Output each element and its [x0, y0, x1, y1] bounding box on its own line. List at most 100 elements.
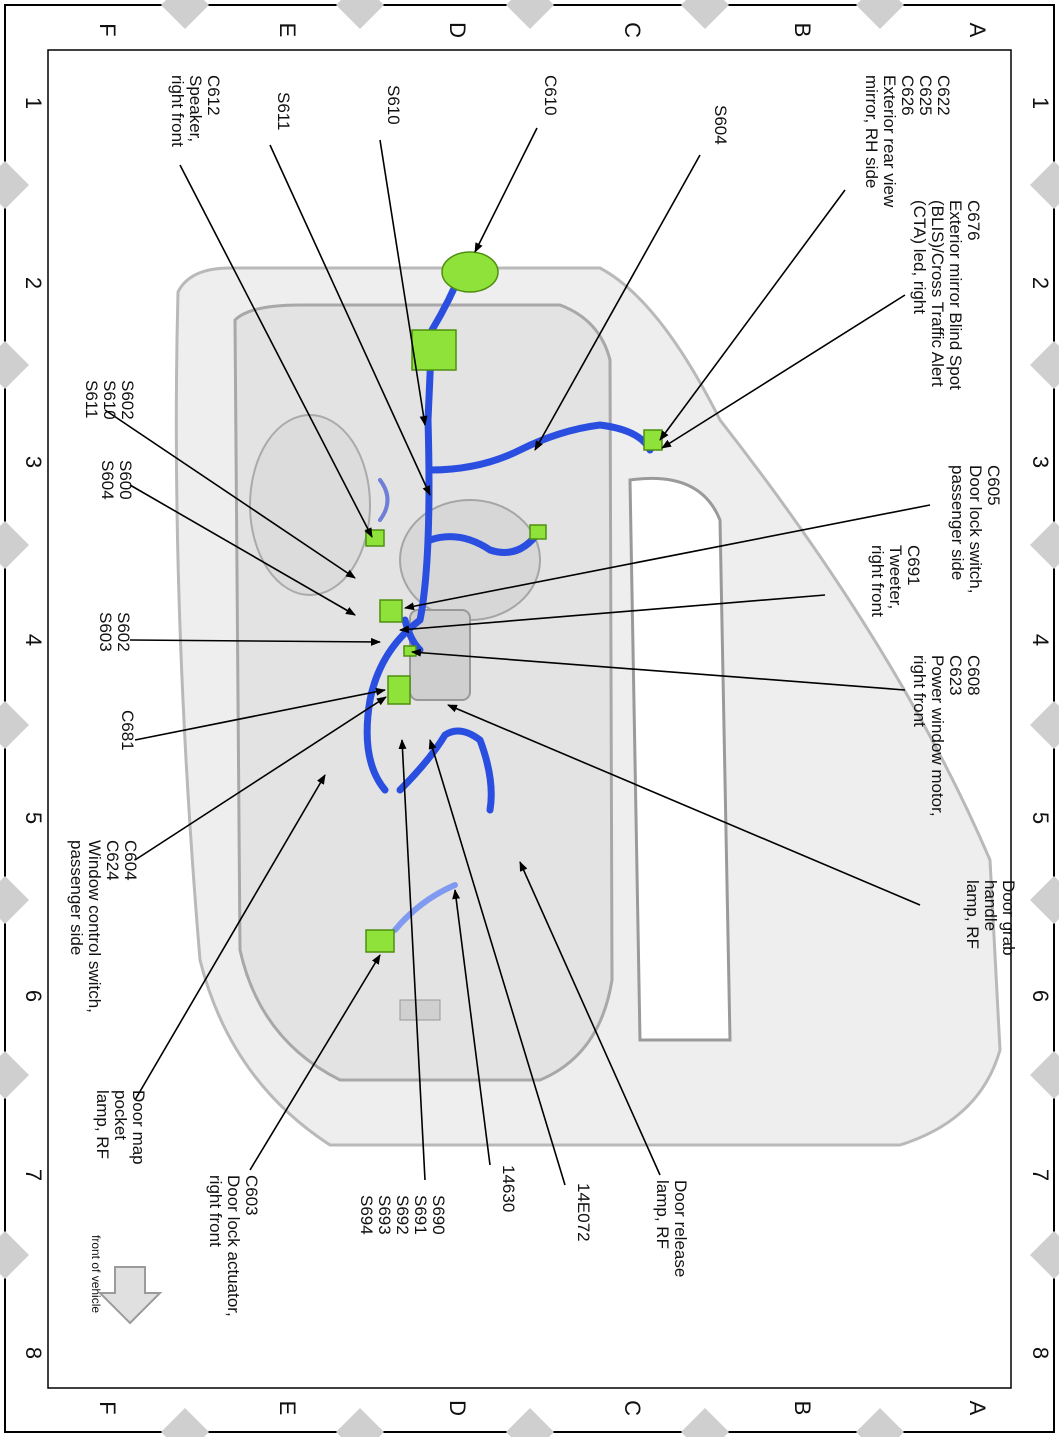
callout-line: C623 — [946, 655, 965, 696]
border-diamond — [681, 1408, 729, 1437]
leader-s600-group — [129, 484, 356, 616]
front-of-vehicle-label: front of vehicle — [89, 1235, 103, 1313]
callout-line: S693 — [375, 1195, 394, 1235]
border-diamond — [856, 0, 904, 29]
leader-c622 — [659, 189, 846, 441]
callout-line: S604 — [711, 105, 730, 145]
callout-line: C691 — [904, 545, 923, 586]
callout-s602-group: S602S610S611 — [82, 380, 137, 420]
callout-line: C624 — [103, 840, 122, 881]
grid-number: 3 — [21, 456, 46, 468]
mirror-branch — [426, 421, 654, 474]
border-diamond — [0, 701, 29, 749]
callout-line: C676 — [964, 200, 983, 241]
callout-line: S602 — [114, 612, 133, 652]
callout-line: Window control switch, — [85, 840, 104, 1013]
connector-c610 — [441, 251, 499, 293]
callout-c691: C691Tweeter,right front — [868, 545, 923, 617]
leader-s610 — [379, 139, 428, 426]
callout-line: handle — [981, 880, 1000, 931]
leader-14e072 — [428, 739, 566, 1186]
callout-line: S603 — [96, 612, 115, 652]
border-diamond — [506, 0, 554, 29]
callout-line: right front — [868, 545, 887, 617]
leader-c610 — [474, 127, 538, 253]
grid-number: 1 — [1028, 97, 1053, 109]
callout-line: Door lock actuator, — [224, 1175, 243, 1317]
callout-line: S602 — [118, 380, 137, 420]
leader-c691 — [399, 594, 826, 634]
leader-release — [519, 861, 661, 1176]
leader-c604 — [134, 696, 387, 861]
callout-line: C604 — [121, 840, 140, 881]
callout-line: S692 — [393, 1195, 412, 1235]
grid-number: 1 — [21, 97, 46, 109]
callout-line: S600 — [116, 460, 135, 500]
callout-grab: Door grabhandlelamp, RF — [963, 880, 1018, 956]
callout-c676: C676Exterior mirror Blind Spot(BLIS)/Cro… — [910, 200, 983, 390]
grid-number: 4 — [1028, 634, 1053, 646]
leader-c612 — [179, 164, 373, 538]
callout-line: C608 — [964, 655, 983, 696]
border-diamond — [0, 1051, 29, 1099]
grid-number: 4 — [21, 634, 46, 646]
latch-plate — [399, 999, 441, 1021]
border-diamond — [0, 161, 29, 209]
border-diamond — [681, 0, 729, 29]
leader-c676 — [661, 294, 906, 449]
grid-number: 6 — [1028, 990, 1053, 1002]
grid-number: 3 — [1028, 456, 1053, 468]
callout-line: S691 — [411, 1195, 430, 1235]
callout-s604-top: S604 — [711, 105, 730, 145]
callout-line: Exterior mirror Blind Spot — [946, 200, 965, 390]
border-diamond — [336, 0, 384, 29]
grid-letter: E — [275, 23, 300, 38]
connector-c605 — [379, 599, 403, 623]
callout-labels: C622C625C626Exterior rear viewmirror, RH… — [67, 75, 1018, 1317]
callout-line: C625 — [916, 75, 935, 116]
callout-line: Tweeter, — [886, 545, 905, 609]
connector-c691-tweeter — [529, 524, 547, 540]
callout-map: Door mappocketlamp, RF — [93, 1090, 148, 1165]
grid-letter: D — [445, 1400, 470, 1416]
grid-letter: B — [790, 23, 815, 38]
callout-s690: S690S691S692S693S694 — [357, 1195, 448, 1235]
callout-line: S610 — [100, 380, 119, 420]
actuator-branch — [392, 882, 458, 933]
callout-line: right front — [168, 75, 187, 147]
callout-line: S610 — [384, 85, 403, 125]
leader-s690 — [398, 739, 426, 1181]
grid-letter: D — [445, 22, 470, 38]
connector-c608 — [403, 645, 417, 657]
callout-line: Power window motor, — [928, 655, 947, 817]
front-arrow-icon — [97, 1266, 163, 1325]
border-diamond — [0, 876, 29, 924]
callout-line: Door lock switch, — [966, 465, 985, 593]
callout-c622: C622C625C626Exterior rear viewmirror, RH… — [862, 75, 953, 208]
leader-c603 — [249, 954, 381, 1171]
callout-line: Speaker, — [186, 75, 205, 142]
callout-line: Door grab — [999, 880, 1018, 956]
grid-letter: C — [620, 22, 645, 38]
leader-s604-top — [534, 154, 701, 451]
grid-letter: C — [620, 1400, 645, 1416]
border-diamond — [161, 0, 209, 29]
callout-14630: 14630 — [499, 1165, 518, 1212]
callout-c610: C610 — [541, 75, 560, 116]
callout-s610: S610 — [384, 85, 403, 125]
leader-c681 — [134, 687, 386, 741]
leader-lines — [104, 127, 931, 1186]
main-harness-trunk — [363, 266, 466, 794]
callout-c608: C608C623Power window motor,right front — [910, 655, 983, 817]
border-diamond — [0, 1231, 29, 1279]
callout-line: 14E072 — [574, 1183, 593, 1242]
callout-line: lamp, RF — [653, 1180, 672, 1249]
grid-number: 2 — [21, 277, 46, 289]
callout-c605: C605Door lock switch,passenger side — [948, 465, 1003, 593]
border-diamond — [1030, 876, 1059, 924]
grid-letter: E — [275, 1401, 300, 1416]
callout-c604: C604C624Window control switch,passenger … — [67, 840, 140, 1013]
border-diamond — [1030, 1051, 1059, 1099]
